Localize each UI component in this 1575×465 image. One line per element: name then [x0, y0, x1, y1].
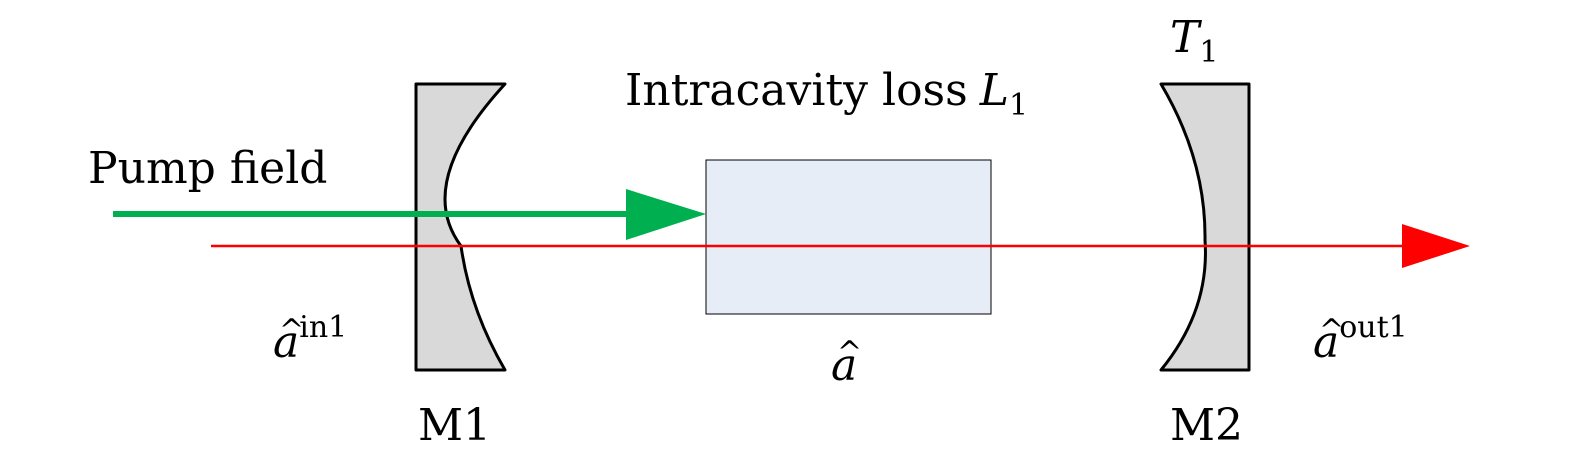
- intracavity-loss-text: Intracavity loss: [625, 65, 968, 116]
- laser-beam-arrowhead: [1402, 224, 1470, 268]
- input-field-superscript: in1: [299, 310, 347, 345]
- output-field-label: aout1: [1313, 310, 1408, 368]
- loss-subscript: 1: [1009, 88, 1028, 123]
- mirror-m1-shape: [414, 82, 507, 372]
- input-field-label: ain1: [273, 310, 347, 368]
- loss-symbol: L: [979, 65, 1009, 116]
- intracavity-field-symbol: a: [831, 340, 857, 391]
- output-field-symbol: a: [1313, 317, 1339, 368]
- transmission-label: T1: [1170, 12, 1218, 70]
- mirror-m2-shape: [1159, 82, 1251, 372]
- output-field-hat: ^: [1319, 313, 1344, 348]
- output-field-superscript: out1: [1339, 310, 1408, 345]
- intracavity-field-hat: ^: [837, 335, 862, 370]
- transmission-subscript: 1: [1199, 35, 1218, 70]
- intracavity-field-label: a: [831, 340, 857, 391]
- mirror-m1-label: M1: [418, 400, 491, 451]
- input-field-symbol: a: [273, 317, 299, 368]
- input-field-hat: ^: [279, 313, 304, 348]
- mirror-m2-label: M2: [1170, 400, 1243, 451]
- transmission-symbol: T: [1170, 12, 1203, 63]
- pump-field-label: Pump field: [88, 143, 327, 194]
- intracavity-crystal: [705, 159, 992, 315]
- pump-beam-arrowhead: [626, 189, 706, 240]
